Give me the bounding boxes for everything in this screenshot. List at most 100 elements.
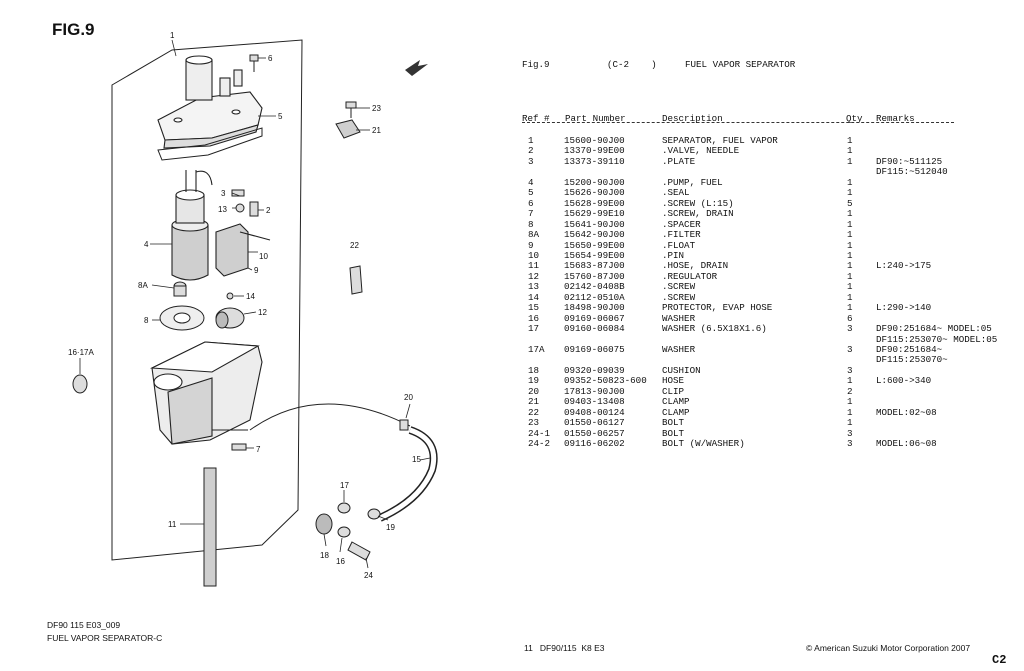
cell-ref: 4 xyxy=(528,176,534,188)
cell-desc: .FILTER xyxy=(662,229,701,241)
cell-qty: 1 xyxy=(847,249,853,261)
cell-remarks: MODEL:02~08 xyxy=(876,406,937,418)
cell-part: 15600-90J00 xyxy=(564,135,625,146)
part-separator-body xyxy=(149,341,263,445)
cell-qty: 1 xyxy=(847,229,853,241)
cell-ref: 7 xyxy=(528,208,534,220)
corner-code: C2 xyxy=(992,653,1007,667)
part-seal xyxy=(157,127,263,161)
footer-page-info: 11 DF90/115 K8 E3 xyxy=(524,643,605,653)
cell-part: 15641-90J00 xyxy=(564,218,625,230)
cell-ref: 17A xyxy=(528,344,545,355)
part-clamp-22 xyxy=(349,265,363,295)
list-title: FUEL VAPOR SEPARATOR xyxy=(685,59,796,70)
cell-remarks: DF90:251684~ MODEL:05 xyxy=(876,323,992,335)
list-fig-label: Fig.9 xyxy=(522,59,550,70)
cell-part: 09160-06084 xyxy=(564,323,625,335)
cell-desc: .SCREW, DRAIN xyxy=(662,208,734,220)
cell-ref: 19 xyxy=(528,375,540,387)
cell-part: 15650-99E00 xyxy=(564,239,625,251)
cell-ref: 18 xyxy=(528,364,540,376)
cell-part: 15629-99E10 xyxy=(564,208,625,220)
cell-remarks: L:240->175 xyxy=(876,260,932,272)
cell-part: 15200-90J00 xyxy=(564,176,625,188)
cell-ref: 8 xyxy=(528,218,534,230)
cell-ref: 8A xyxy=(528,229,540,241)
footer-drawing-name: FUEL VAPOR SEPARATOR-C xyxy=(47,633,163,643)
cell-qty: 3 xyxy=(847,323,853,335)
cell-part: 09169-06075 xyxy=(564,344,625,355)
cell-qty: 1 xyxy=(847,260,853,272)
table-row: DF115:~512040 xyxy=(0,166,1024,177)
cell-qty: 1 xyxy=(847,281,853,293)
callout-22: 22 xyxy=(350,241,359,250)
column-header-remarks: Remarks xyxy=(876,113,915,124)
cell-ref: 15 xyxy=(528,302,540,314)
cell-ref: 2 xyxy=(528,145,534,157)
part-bolt-23 xyxy=(345,101,357,118)
cell-qty: 2 xyxy=(847,385,853,397)
callout-23: 23 xyxy=(372,104,381,113)
callout-17: 17 xyxy=(340,481,349,490)
cell-part: 09408-00124 xyxy=(564,406,625,418)
cell-desc: WASHER xyxy=(662,312,696,324)
cell-desc: BOLT (W/WASHER) xyxy=(662,438,745,449)
cell-ref: 11 xyxy=(528,260,540,272)
cell-qty: 1 xyxy=(847,375,853,387)
cell-qty: 1 xyxy=(847,406,853,418)
callout-16: 16 xyxy=(336,557,345,566)
cell-part: 15760-87J00 xyxy=(564,270,625,282)
cell-part: 18498-90J00 xyxy=(564,302,625,314)
part-clamp-21 xyxy=(335,119,361,139)
cell-qty: 1 xyxy=(847,270,853,282)
cell-ref: 13 xyxy=(528,281,540,293)
cell-ref: 24-1 xyxy=(528,427,551,439)
cell-desc: .FLOAT xyxy=(662,239,696,251)
callout-13: 13 xyxy=(218,205,227,214)
cell-qty: 1 xyxy=(847,291,853,303)
cell-desc: .SCREW (L:15) xyxy=(662,197,734,209)
cell-ref: 24-2 xyxy=(528,438,551,449)
cell-desc: WASHER xyxy=(662,344,696,355)
cell-remarks: DF90:251684~ xyxy=(876,344,943,355)
cell-qty: 3 xyxy=(847,344,853,355)
callout-15: 15 xyxy=(412,455,421,464)
cell-remarks: DF115:253070~ MODEL:05 xyxy=(876,333,998,345)
callout-18: 18 xyxy=(320,551,329,560)
cell-remarks: L:600->340 xyxy=(876,375,932,387)
part-drain-hose xyxy=(203,467,217,587)
cell-ref: 10 xyxy=(528,249,540,261)
cell-part: 09169-06067 xyxy=(564,312,625,324)
cell-qty: 1 xyxy=(847,187,853,199)
cell-desc: .SCREW xyxy=(662,281,696,293)
cell-desc: SEPARATOR, FUEL VAPOR xyxy=(662,135,778,146)
callout-labels: 1 6 5 23 21 3 13 2 4 10 9 22 8A 14 8 12 … xyxy=(68,31,421,580)
cell-part: 15654-99E00 xyxy=(564,249,625,261)
cell-qty: 1 xyxy=(847,176,853,188)
cell-ref: 1 xyxy=(528,135,534,146)
callout-10: 10 xyxy=(259,252,268,261)
cell-desc: .PIN xyxy=(662,249,685,261)
cell-remarks: DF115:253070~ xyxy=(876,354,948,366)
cell-desc: .VALVE, NEEDLE xyxy=(662,145,740,157)
cell-qty: 5 xyxy=(847,197,853,209)
cell-ref: 22 xyxy=(528,406,540,418)
cell-part: 09116-06202 xyxy=(564,438,625,449)
callout-19: 19 xyxy=(386,523,395,532)
part-regulator xyxy=(215,307,245,329)
table-row: 10 15654-99E00 .PIN 1 xyxy=(0,250,1024,261)
callout-1: 1 xyxy=(170,31,175,40)
cell-qty: 1 xyxy=(847,417,853,429)
